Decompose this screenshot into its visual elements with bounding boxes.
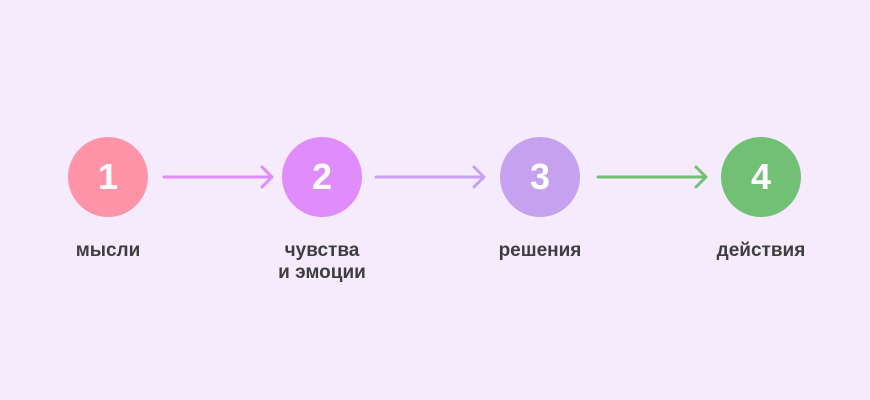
step-4-number: 4 (750, 156, 772, 197)
arrow-3-to-4 (596, 165, 708, 189)
step-2-label-line2: и эмоции (278, 262, 366, 283)
step-1-label: мысли (75, 240, 141, 261)
step-2-label-line1: чувства (284, 240, 360, 261)
step-2-number: 2 (311, 156, 333, 197)
step-3-circle: 3 (500, 137, 580, 217)
step-3-label: решения (498, 240, 582, 261)
arrow-1-to-2 (162, 165, 274, 189)
arrow-2-to-3 (374, 165, 486, 189)
step-2-label: чувства и эмоции (242, 240, 402, 284)
step-1-number: 1 (97, 156, 119, 197)
step-3-number: 3 (529, 156, 551, 197)
step-4-label: действия (716, 240, 806, 261)
step-1-circle: 1 (68, 137, 148, 217)
step-4-circle: 4 (721, 137, 801, 217)
step-2-circle: 2 (282, 137, 362, 217)
